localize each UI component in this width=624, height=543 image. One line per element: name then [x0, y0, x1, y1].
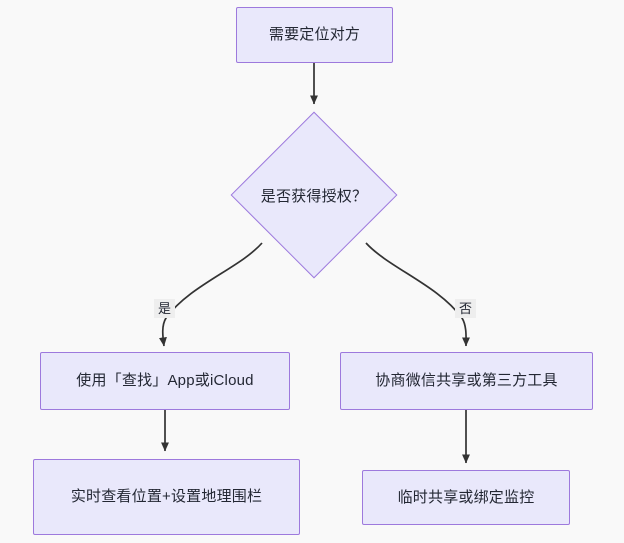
node-start[interactable]: 需要定位对方 [236, 7, 393, 63]
edge-label-no-text: 否 [459, 301, 473, 316]
node-no-result-label: 临时共享或绑定监控 [397, 488, 535, 506]
node-no-result[interactable]: 临时共享或绑定监控 [362, 470, 570, 525]
node-yes-action[interactable]: 使用「查找」App或iCloud [40, 352, 290, 410]
node-no-action[interactable]: 协商微信共享或第三方工具 [340, 352, 593, 410]
edge-label-yes-text: 是 [158, 301, 172, 316]
node-yes-result-label: 实时查看位置+设置地理围栏 [70, 488, 263, 506]
node-decision-label: 是否获得授权？ [260, 187, 368, 205]
node-yes-result[interactable]: 实时查看位置+设置地理围栏 [33, 459, 300, 535]
node-decision[interactable]: 是否获得授权？ [230, 111, 398, 279]
node-start-label: 需要定位对方 [268, 26, 361, 44]
edge-label-no: 否 [455, 299, 477, 318]
node-no-action-label: 协商微信共享或第三方工具 [375, 372, 558, 390]
node-yes-action-label: 使用「查找」App或iCloud [76, 372, 254, 390]
edge-label-yes: 是 [154, 299, 176, 318]
